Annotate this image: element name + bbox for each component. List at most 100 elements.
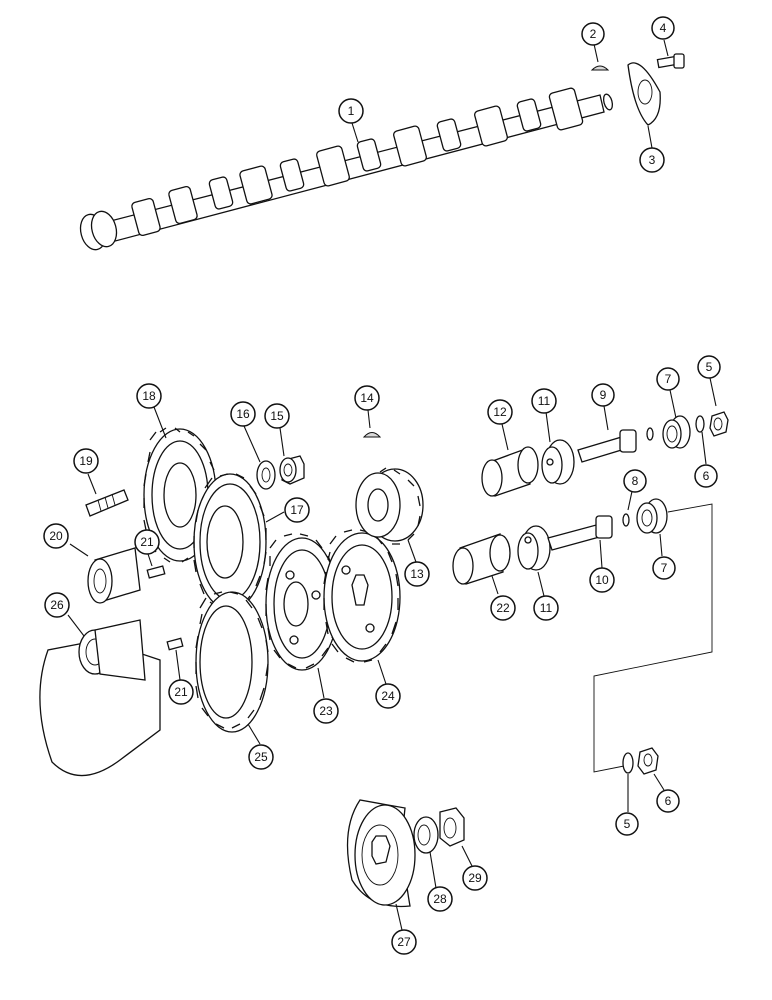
callout-22: 22: [490, 595, 516, 621]
callout-label: 23: [319, 704, 333, 718]
callout-7-upper: 7: [656, 367, 680, 391]
callout-7-lower: 7: [652, 556, 676, 580]
stud: [85, 489, 129, 517]
callout-29: 29: [462, 865, 488, 891]
bushing-upper: [481, 446, 539, 497]
callout-16: 16: [230, 401, 256, 427]
bushing-lower: [452, 533, 511, 585]
callout-label: 10: [595, 573, 609, 587]
callout-label: 16: [236, 407, 250, 421]
callout-label: 2: [590, 27, 597, 41]
woodruff-key: [590, 65, 610, 71]
callout-label: 5: [706, 360, 713, 374]
front-seal: [439, 807, 465, 847]
gear-crankshaft: [195, 591, 269, 733]
callout-20: 20: [43, 523, 69, 549]
callout-18: 18: [136, 383, 162, 409]
callout-6-upper: 6: [694, 464, 718, 488]
hub-upper: [541, 439, 575, 485]
camshaft: [79, 87, 614, 251]
callout-25: 25: [248, 744, 274, 770]
callout-label: 7: [665, 372, 672, 386]
callout-label: 25: [254, 750, 268, 764]
callout-17: 17: [284, 497, 310, 523]
spacer: [87, 547, 141, 604]
damper-hub: [346, 799, 416, 908]
callout-5-upper: 5: [697, 355, 721, 379]
idler-shaft-upper: [577, 429, 637, 463]
callout-label: 11: [538, 394, 551, 408]
thrust-plate: [627, 62, 661, 126]
callout-12: 12: [487, 399, 513, 425]
hub-lower: [517, 525, 551, 571]
nut: [279, 455, 305, 485]
gear-small: [355, 467, 424, 545]
callout-label: 14: [360, 391, 374, 405]
bearing-upper: [662, 415, 691, 449]
callout-2: 2: [581, 22, 605, 46]
gear-pump-drive: [323, 529, 401, 663]
callout-label: 3: [649, 153, 656, 167]
callout-3: 3: [639, 147, 665, 173]
callout-21-lower: 21: [168, 679, 194, 705]
callout-1: 1: [338, 98, 364, 124]
spacer-ring: [413, 816, 439, 854]
callout-label: 5: [624, 817, 631, 831]
callout-4: 4: [651, 16, 675, 40]
assembly-bracket: [593, 503, 713, 773]
callout-label: 12: [493, 405, 507, 419]
callout-26: 26: [44, 592, 70, 618]
callout-8: 8: [623, 469, 647, 493]
callout-21-upper: 21: [134, 529, 160, 555]
callout-label: 27: [397, 935, 411, 949]
key: [362, 432, 382, 438]
callout-11-lower: 11: [533, 595, 559, 621]
callout-5-lower: 5: [615, 812, 639, 836]
callout-13: 13: [404, 561, 430, 587]
bolt: [656, 53, 685, 69]
callout-label: 21: [140, 535, 154, 549]
callout-14: 14: [354, 385, 380, 411]
callout-6-lower: 6: [656, 789, 680, 813]
callout-label: 7: [661, 561, 668, 575]
crankshaft-housing: [39, 619, 161, 777]
callout-label: 24: [381, 689, 395, 703]
callout-label: 9: [600, 388, 607, 402]
callout-label: 26: [50, 598, 64, 612]
callout-label: 1: [348, 104, 355, 118]
nut-upper: [709, 411, 729, 437]
leader-lines: [67, 39, 717, 931]
callout-9: 9: [591, 383, 615, 407]
callout-label: 18: [142, 389, 156, 403]
callout-23: 23: [313, 698, 339, 724]
callout-15: 15: [264, 403, 290, 429]
o-ring-lower: [622, 513, 630, 527]
callout-label: 6: [703, 469, 710, 483]
callout-label: 21: [174, 685, 188, 699]
callout-label: 4: [660, 21, 667, 35]
callout-label: 13: [410, 567, 424, 581]
callout-27: 27: [391, 929, 417, 955]
washer: [256, 460, 276, 490]
nut-lower: [637, 747, 659, 775]
gear-injection-pump-drive: [265, 533, 339, 671]
callout-label: 6: [665, 794, 672, 808]
washer-upper: [695, 415, 705, 433]
washer-lower: [622, 752, 634, 774]
callout-19: 19: [73, 448, 99, 474]
callout-label: 22: [496, 601, 510, 615]
callout-label: 17: [290, 503, 304, 517]
bearing-lower: [636, 498, 668, 534]
callout-28: 28: [427, 886, 453, 912]
callout-label: 29: [468, 871, 482, 885]
callout-label: 8: [632, 474, 639, 488]
o-ring-upper: [646, 427, 654, 441]
gear-camshaft: [143, 427, 217, 563]
dowel-pin-lower: [166, 637, 184, 651]
callout-label: 28: [433, 892, 447, 906]
callout-10: 10: [589, 567, 615, 593]
callout-label: 11: [540, 601, 553, 615]
dowel-pin-upper: [146, 565, 166, 579]
callout-label: 19: [79, 454, 93, 468]
